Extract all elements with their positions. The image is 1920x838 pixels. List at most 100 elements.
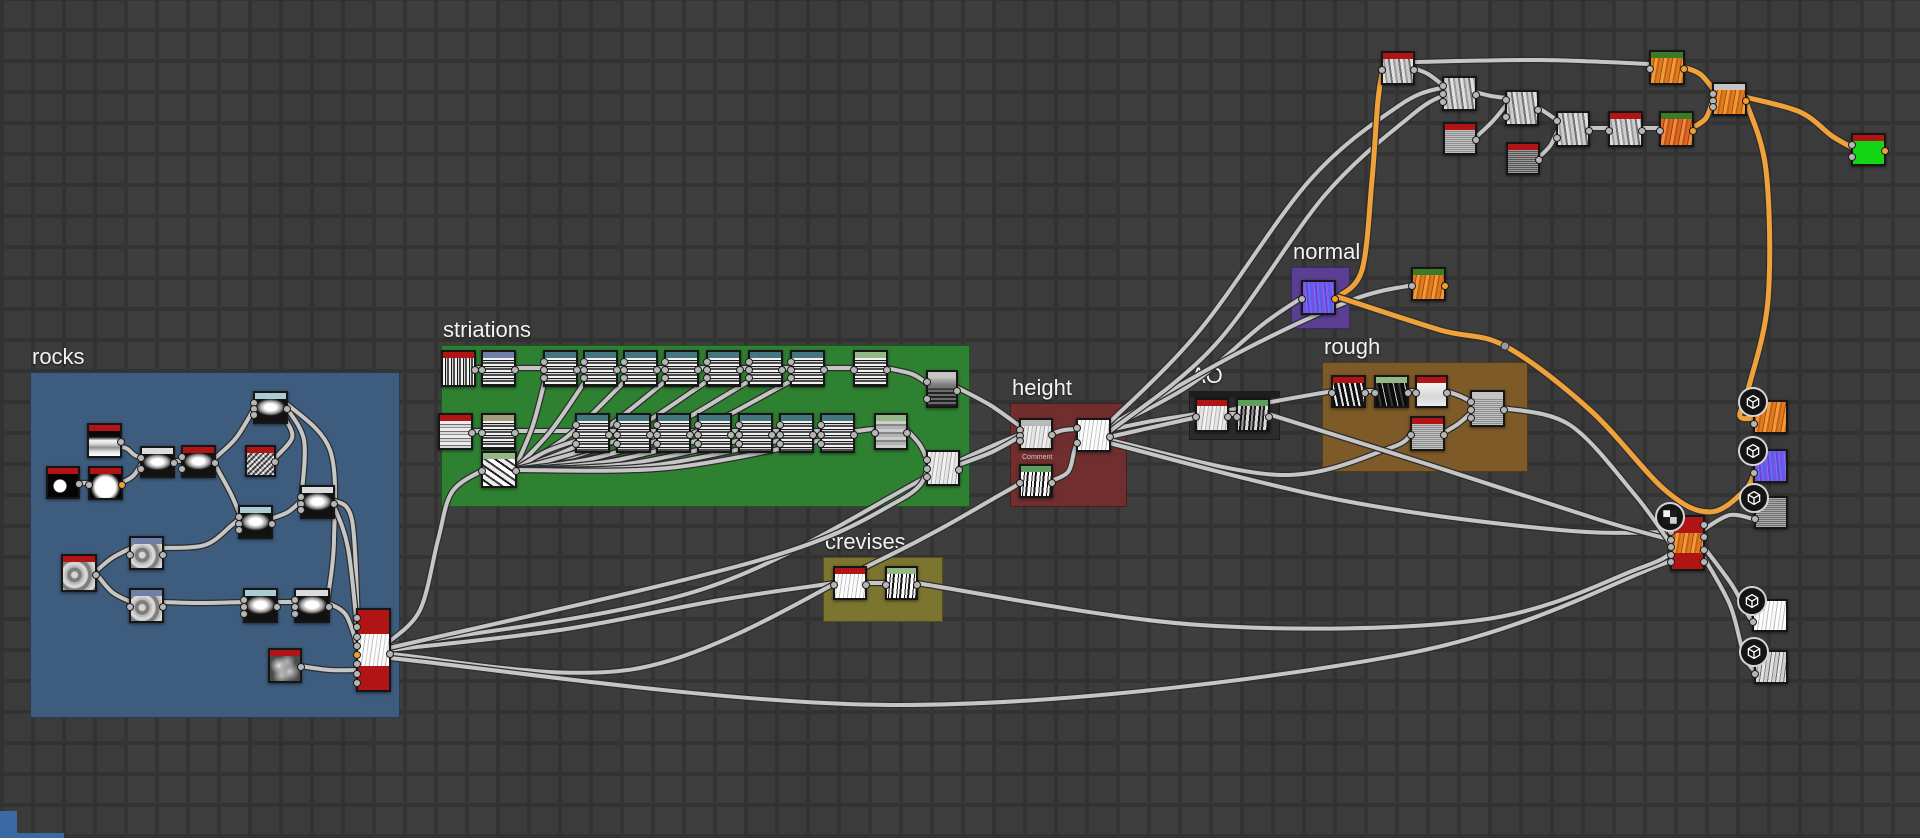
node-s3[interactable]	[540, 350, 581, 387]
input-port[interactable]	[1553, 134, 1561, 142]
output-port[interactable]	[271, 458, 279, 467]
output-port[interactable]	[268, 519, 276, 528]
input-port[interactable]	[178, 453, 186, 461]
node-s12[interactable]	[478, 413, 519, 450]
input-port[interactable]	[1439, 98, 1447, 106]
output-port[interactable]	[1472, 135, 1480, 144]
node-r7[interactable]	[250, 391, 291, 424]
input-port[interactable]	[830, 580, 838, 589]
input-port[interactable]	[126, 603, 134, 612]
node-s18[interactable]	[776, 413, 817, 453]
node-r5[interactable]	[178, 445, 219, 478]
output-port[interactable]	[686, 430, 694, 439]
input-port[interactable]	[353, 679, 361, 687]
node-u4[interactable]	[1737, 586, 1788, 632]
input-port[interactable]	[1016, 437, 1024, 445]
node-c2[interactable]	[882, 566, 921, 600]
input-port[interactable]	[572, 430, 580, 439]
input-port[interactable]	[137, 465, 145, 473]
output-port[interactable]	[273, 603, 281, 612]
output-port[interactable]	[653, 366, 661, 375]
input-port[interactable]	[620, 374, 628, 382]
output-port[interactable]	[1742, 96, 1750, 105]
input-port[interactable]	[787, 358, 795, 366]
input-port[interactable]	[703, 366, 711, 374]
input-port[interactable]	[1656, 126, 1664, 135]
node-s13[interactable]	[572, 413, 613, 453]
input-port[interactable]	[923, 378, 931, 386]
input-port[interactable]	[745, 358, 753, 366]
output-port[interactable]	[92, 570, 100, 579]
input-port[interactable]	[580, 366, 588, 374]
output-port[interactable]	[850, 430, 858, 439]
input-port[interactable]	[694, 440, 702, 448]
input-port[interactable]	[235, 526, 243, 534]
input-port[interactable]	[1328, 388, 1336, 397]
input-port[interactable]	[1467, 414, 1475, 422]
node-g4[interactable]	[1407, 416, 1448, 451]
node-t7[interactable]	[1605, 111, 1646, 147]
input-port[interactable]	[478, 467, 486, 476]
output-port[interactable]	[297, 663, 305, 672]
node-t8[interactable]	[1646, 50, 1688, 85]
input-port[interactable]	[776, 430, 784, 439]
input-port[interactable]	[1408, 281, 1416, 290]
input-port[interactable]	[353, 669, 361, 678]
wire-waypoint-dot[interactable]	[1500, 341, 1510, 351]
output-port[interactable]	[1700, 533, 1708, 542]
input-port[interactable]	[1751, 669, 1759, 678]
node-s7[interactable]	[703, 350, 744, 387]
node-k1[interactable]	[1848, 133, 1889, 166]
input-port[interactable]	[653, 440, 661, 448]
input-port[interactable]	[1848, 153, 1856, 161]
input-port[interactable]	[353, 632, 361, 641]
node-g5[interactable]	[1467, 390, 1508, 427]
node-u2[interactable]	[1738, 436, 1788, 483]
input-port[interactable]	[1407, 431, 1415, 440]
node-s19[interactable]	[817, 413, 858, 453]
input-port[interactable]	[1073, 439, 1081, 447]
node-s20[interactable]	[871, 413, 911, 450]
node-s10[interactable]	[850, 350, 891, 387]
input-port[interactable]	[353, 614, 361, 622]
node-h2[interactable]	[1073, 418, 1114, 452]
input-port[interactable]	[572, 421, 580, 429]
output-port[interactable]	[862, 580, 870, 589]
output-port[interactable]	[1700, 558, 1708, 566]
input-port[interactable]	[580, 358, 588, 366]
input-port[interactable]	[178, 465, 186, 473]
input-port[interactable]	[735, 430, 743, 439]
input-port[interactable]	[703, 374, 711, 382]
output-port[interactable]	[903, 429, 911, 438]
node-t2[interactable]	[1439, 76, 1480, 111]
node-r4[interactable]	[137, 446, 178, 478]
node-g2[interactable]	[1371, 375, 1412, 408]
input-port[interactable]	[1750, 419, 1758, 428]
input-port[interactable]	[1553, 117, 1561, 125]
input-port[interactable]	[653, 421, 661, 429]
input-port[interactable]	[478, 429, 486, 438]
input-port[interactable]	[540, 374, 548, 382]
input-port[interactable]	[353, 651, 361, 660]
output-port[interactable]	[75, 479, 83, 488]
node-t4[interactable]	[1502, 90, 1542, 126]
input-port[interactable]	[661, 366, 669, 374]
node-r15[interactable]	[268, 648, 305, 683]
output-port[interactable]	[1638, 126, 1646, 135]
input-port[interactable]	[787, 366, 795, 374]
input-port[interactable]	[817, 440, 825, 448]
input-port[interactable]	[1467, 406, 1475, 414]
output-port[interactable]	[778, 366, 786, 375]
input-port[interactable]	[871, 429, 879, 438]
input-port[interactable]	[613, 421, 621, 429]
output-port[interactable]	[605, 430, 613, 439]
input-port[interactable]	[661, 358, 669, 366]
input-port[interactable]	[817, 421, 825, 429]
output-port[interactable]	[1265, 412, 1273, 421]
input-port[interactable]	[1298, 295, 1306, 304]
checkerboard-icon[interactable]	[1655, 502, 1685, 532]
node-r16[interactable]	[353, 608, 394, 692]
node-r9[interactable]	[297, 485, 338, 519]
input-port[interactable]	[613, 430, 621, 439]
